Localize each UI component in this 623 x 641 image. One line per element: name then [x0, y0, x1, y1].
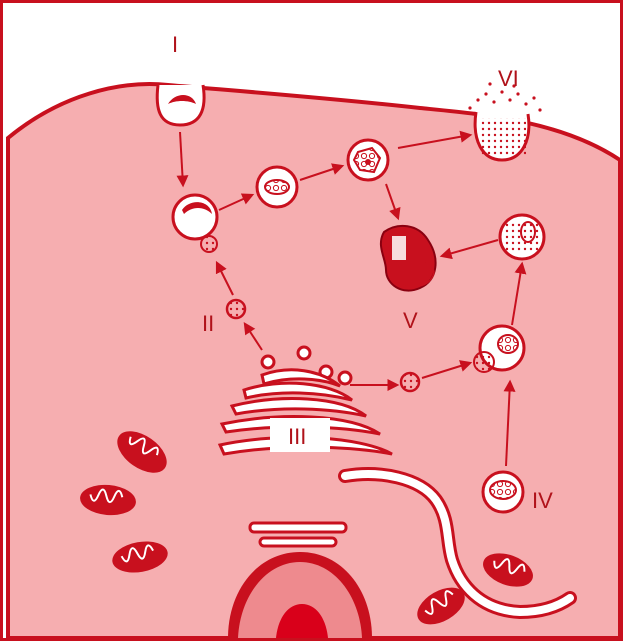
- endocytic-vesicle: [157, 85, 204, 125]
- digesting-vesicle: [348, 140, 388, 180]
- label-III: III: [288, 424, 306, 449]
- primary-lysosome: [227, 300, 245, 318]
- label-IV: IV: [532, 488, 553, 513]
- label-V: V: [403, 308, 418, 333]
- label-VI: VI: [498, 66, 519, 91]
- late-endosome: [257, 167, 297, 207]
- autophagic-vacuole: [500, 215, 544, 259]
- forming-autophagosome: [483, 472, 523, 512]
- transport-vesicle: [401, 373, 419, 391]
- label-II: II: [202, 311, 214, 336]
- label-I: I: [172, 32, 178, 57]
